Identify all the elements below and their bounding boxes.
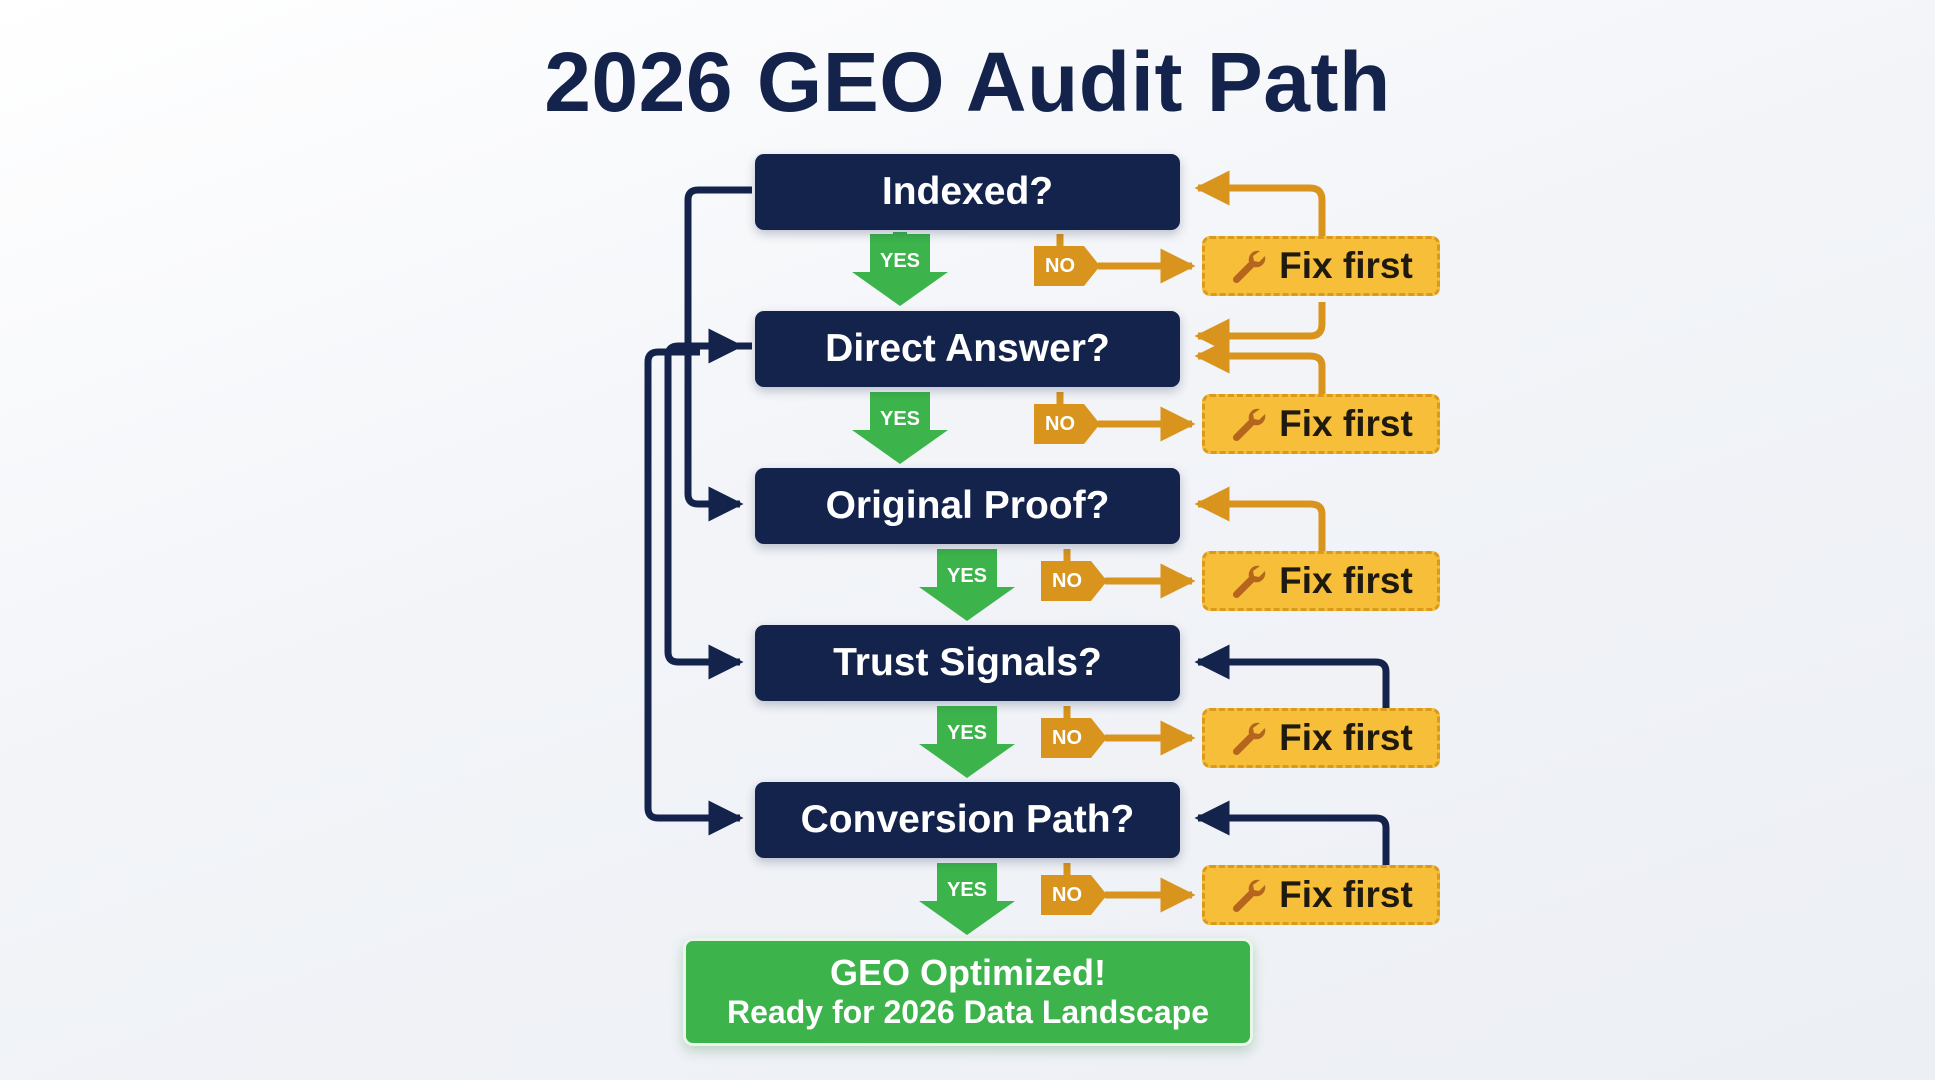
wrench-icon	[1233, 250, 1266, 284]
yes-label: YES	[946, 722, 988, 744]
fix-first-label: Fix first	[1279, 560, 1413, 601]
fix-first-box: Fix first	[1202, 708, 1440, 768]
page-title: 2026 GEO Audit Path	[544, 35, 1391, 129]
fix-first-box: Fix first	[1202, 236, 1440, 296]
wrench-icon	[1233, 879, 1266, 913]
result-box: GEO Optimized! Ready for 2026 Data Lands…	[683, 938, 1253, 1046]
no-label: NO	[1052, 727, 1082, 749]
no-label: NO	[1045, 413, 1075, 435]
return-1b	[1194, 302, 1326, 354]
question-conversion-path: Conversion Path?	[755, 782, 1180, 858]
fix-first-box: Fix first	[1202, 865, 1440, 925]
return-5	[1194, 800, 1390, 865]
loop-answer-to-conversion	[644, 348, 744, 836]
yes-label: YES	[946, 565, 988, 587]
yes-arrow-3	[919, 549, 1015, 621]
yes-label: YES	[946, 879, 988, 901]
question-original-proof: Original Proof?	[755, 468, 1180, 544]
yes-label: YES	[879, 250, 921, 272]
question-indexed: Indexed?	[755, 154, 1180, 230]
wrench-icon	[1233, 565, 1266, 599]
fix-first-label: Fix first	[1279, 717, 1413, 758]
no-label: NO	[1045, 255, 1075, 277]
loop-answer-to-trust	[664, 342, 752, 680]
yes-arrow-1	[852, 232, 948, 306]
no-arrow-2	[1034, 392, 1196, 444]
wrench-icon	[1233, 722, 1266, 756]
question-trust-signals: Trust Signals?	[755, 625, 1180, 701]
return-1	[1194, 170, 1326, 236]
yes-label: YES	[879, 408, 921, 430]
no-label: NO	[1052, 884, 1082, 906]
no-label: NO	[1052, 570, 1082, 592]
return-2	[1194, 338, 1326, 394]
question-direct-answer: Direct Answer?	[755, 311, 1180, 387]
no-arrow-3	[1041, 549, 1196, 601]
fix-first-label: Fix first	[1279, 403, 1413, 444]
result-title: GEO Optimized!	[829, 952, 1106, 993]
fix-first-label: Fix first	[1279, 245, 1413, 286]
fix-first-box: Fix first	[1202, 551, 1440, 611]
result-subtitle: Ready for 2026 Data Landscape	[727, 994, 1209, 1030]
no-arrow-5	[1041, 863, 1196, 915]
yes-arrow-2	[852, 392, 948, 464]
return-3	[1194, 486, 1326, 551]
yes-arrow-4	[919, 706, 1015, 778]
wrench-icon	[1233, 408, 1266, 442]
no-arrow-1	[1034, 234, 1196, 286]
fix-first-box: Fix first	[1202, 394, 1440, 454]
no-arrow-4	[1041, 706, 1196, 758]
return-4	[1194, 644, 1390, 708]
fix-first-label: Fix first	[1279, 874, 1413, 915]
yes-arrow-5	[919, 863, 1015, 935]
